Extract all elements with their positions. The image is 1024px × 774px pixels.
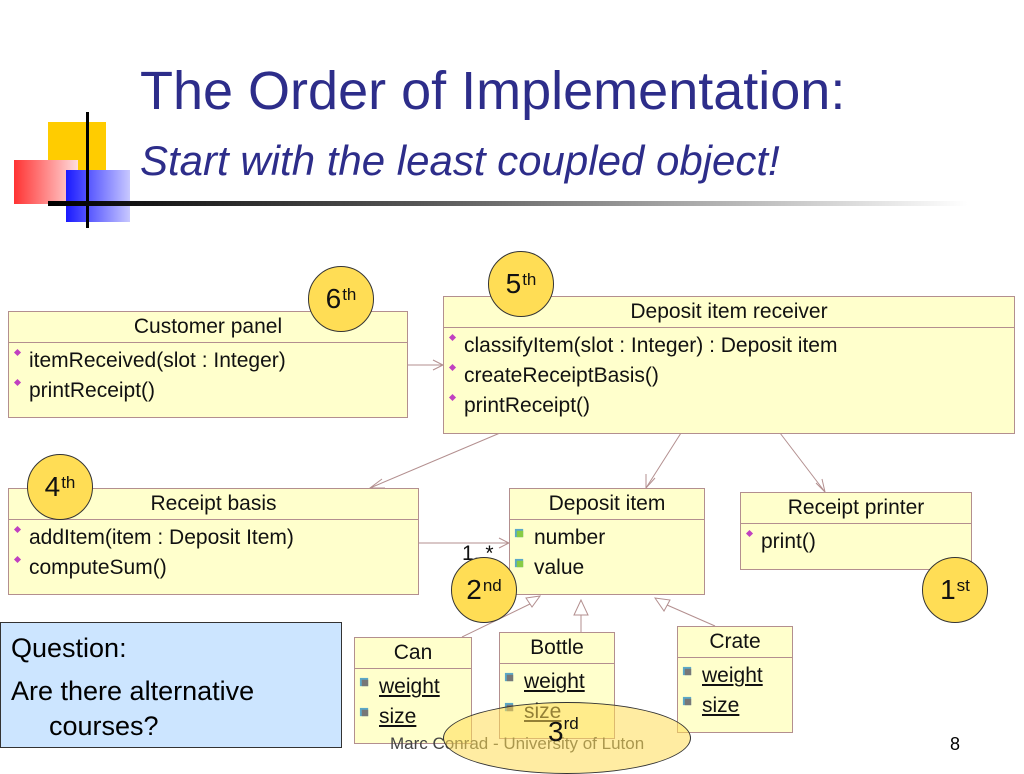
operation-row: computeSum() — [13, 553, 414, 583]
attribute-label: size — [702, 694, 740, 718]
attribute-label: weight — [702, 664, 763, 688]
title-underline — [48, 201, 968, 206]
operation-icon — [745, 530, 754, 538]
operation-row: itemReceived(slot : Integer) — [13, 346, 403, 376]
question-box: Question: Are there alternative courses? — [0, 622, 342, 748]
operation-row: printReceipt() — [13, 376, 403, 406]
class-crate: Crate weight size — [677, 626, 793, 733]
operation-label: addItem(item : Deposit Item) — [29, 526, 294, 550]
attribute-row: weight — [504, 667, 610, 697]
operation-row: classifyItem(slot : Integer) : Deposit i… — [448, 331, 1010, 361]
attribute-icon — [514, 559, 524, 568]
class-name: Crate — [678, 627, 792, 659]
class-name: Customer panel — [9, 312, 407, 344]
attribute-icon — [504, 673, 514, 682]
page-subtitle: Start with the least coupled object! — [140, 137, 780, 184]
page-number: 8 — [950, 734, 961, 754]
operation-label: print() — [761, 530, 816, 554]
attribute-row: size — [682, 691, 788, 721]
class-deposit-item: Deposit item number value — [509, 488, 705, 595]
attribute-icon — [359, 708, 369, 717]
operation-label: printReceipt() — [464, 394, 591, 418]
attribute-row: weight — [682, 661, 788, 691]
attribute-icon — [682, 667, 692, 676]
arrow-receiver-to-basis — [368, 478, 385, 489]
generalization-can-head — [525, 595, 542, 608]
operation-icon — [448, 394, 457, 402]
badge-number: 4 — [44, 471, 61, 502]
class-name: Deposit item — [510, 489, 704, 521]
badge-suffix: rd — [563, 714, 579, 733]
class-name: Deposit item receiver — [444, 297, 1014, 329]
operation-icon — [13, 379, 22, 387]
attribute-row: number — [514, 523, 700, 553]
operation-row: createReceiptBasis() — [448, 361, 1010, 391]
generalization-crate-head — [653, 597, 671, 612]
operation-row: printReceipt() — [448, 391, 1010, 421]
attribute-label: weight — [524, 670, 585, 694]
attribute-label: number — [534, 526, 606, 550]
operation-icon — [448, 364, 457, 372]
link-receiver-to-printer — [779, 432, 826, 493]
class-name: Receipt basis — [9, 489, 418, 521]
badge-suffix: th — [61, 473, 76, 492]
operation-icon — [13, 556, 22, 564]
attribute-icon — [514, 529, 524, 538]
question-title: Question: — [11, 633, 127, 663]
badge-suffix: st — [956, 576, 970, 595]
attribute-label: value — [534, 556, 585, 580]
operation-icon — [13, 349, 22, 357]
attribute-label: weight — [379, 675, 440, 699]
attribute-label: size — [379, 705, 417, 729]
attribute-row: size — [359, 702, 467, 732]
class-name: Receipt printer — [741, 493, 971, 525]
badge-number: 6 — [325, 283, 342, 314]
order-badge-3rd: 3rd — [548, 714, 579, 748]
badge-suffix: nd — [482, 576, 502, 595]
operation-label: createReceiptBasis() — [464, 364, 659, 388]
class-name: Bottle — [500, 633, 614, 665]
decor-vertical-line — [86, 112, 89, 228]
class-name: Can — [355, 638, 471, 670]
page-title: The Order of Implementation: — [140, 61, 846, 121]
attribute-row: value — [514, 553, 700, 583]
operation-icon — [448, 334, 457, 342]
generalization-bottle-head — [573, 598, 589, 616]
class-deposit-item-receiver: Deposit item receiver classifyItem(slot … — [443, 296, 1015, 434]
link-receiver-to-basis — [369, 432, 501, 489]
badge-suffix: th — [342, 285, 357, 304]
operation-label: computeSum() — [29, 556, 167, 580]
attribute-icon — [359, 678, 369, 687]
question-text: Are there alternative courses? — [11, 676, 255, 742]
decor-blue-square — [66, 170, 130, 222]
generalization-crate — [666, 604, 716, 627]
badge-number: 1 — [940, 574, 956, 605]
order-badge-3rd-ellipse — [443, 702, 691, 774]
operation-row: print() — [745, 527, 967, 557]
operation-label: itemReceived(slot : Integer) — [29, 349, 286, 373]
badge-number: 5 — [505, 268, 522, 299]
attribute-icon — [682, 697, 692, 706]
badge-number: 3 — [548, 716, 564, 747]
link-receiver-to-item — [645, 432, 682, 489]
operation-icon — [13, 526, 22, 534]
badge-suffix: th — [522, 270, 537, 289]
operation-label: printReceipt() — [29, 379, 156, 403]
operation-label: classifyItem(slot : Integer) : Deposit i… — [464, 334, 838, 358]
badge-number: 2 — [466, 574, 482, 605]
operation-row: addItem(item : Deposit Item) — [13, 523, 414, 553]
attribute-row: weight — [359, 672, 467, 702]
class-receipt-printer: Receipt printer print() — [740, 492, 972, 570]
